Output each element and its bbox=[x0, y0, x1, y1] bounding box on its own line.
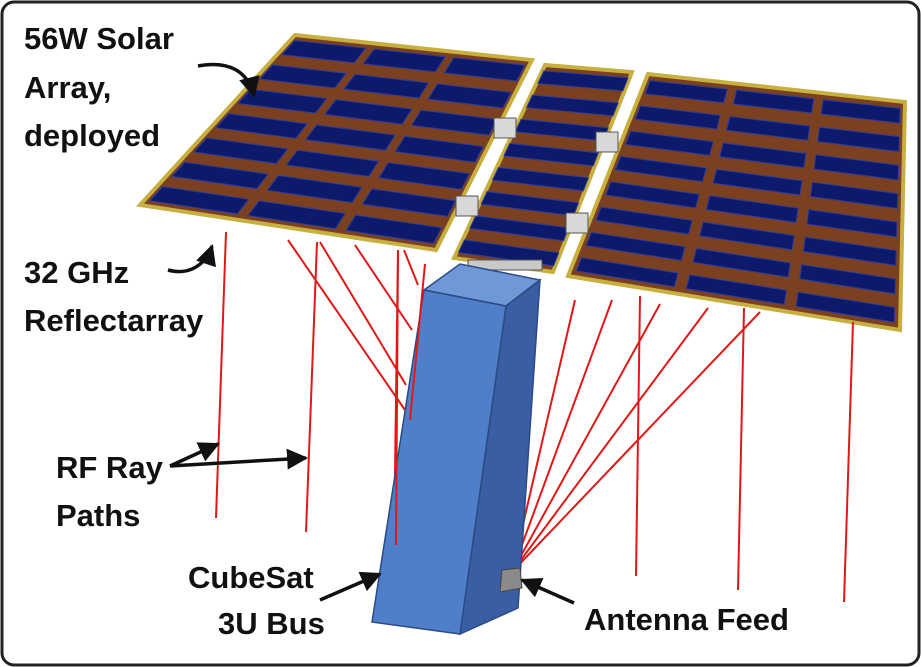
solar-cell bbox=[537, 70, 629, 92]
hinge bbox=[455, 195, 479, 217]
solar-cell bbox=[614, 155, 707, 183]
solar-cell bbox=[457, 239, 560, 267]
solar-cell bbox=[394, 135, 484, 163]
solar-cell bbox=[247, 200, 347, 230]
arrow-icon bbox=[319, 571, 382, 602]
rf-ray bbox=[305, 241, 318, 533]
rf-ray bbox=[737, 307, 745, 591]
rf-ray bbox=[409, 263, 426, 421]
solar-cell bbox=[148, 186, 250, 215]
solar-cell bbox=[809, 181, 899, 210]
rf-ray bbox=[511, 303, 661, 573]
solar-cell bbox=[285, 149, 380, 177]
solar-cell bbox=[719, 142, 807, 169]
solar-cell bbox=[817, 126, 900, 153]
solar-cell bbox=[585, 231, 686, 262]
solar-cell bbox=[795, 291, 896, 323]
solar-cell bbox=[345, 214, 443, 245]
cubesat-bus bbox=[371, 263, 542, 636]
label-cubesat: CubeSat 3U Bus bbox=[188, 560, 325, 641]
rf-ray-paths-front bbox=[395, 249, 426, 546]
solar-cell bbox=[323, 99, 413, 125]
antenna-feed bbox=[499, 567, 523, 593]
label-line: deployed bbox=[24, 118, 160, 153]
solar-cell bbox=[378, 162, 471, 190]
arrow-icon bbox=[167, 244, 216, 274]
solar-cell bbox=[725, 116, 811, 141]
solar-cell bbox=[491, 166, 590, 192]
annotation-arrows bbox=[167, 62, 575, 605]
solar-cell bbox=[820, 99, 901, 124]
label-line: Paths bbox=[56, 498, 140, 533]
rf-ray bbox=[511, 299, 613, 573]
solar-cell bbox=[712, 168, 803, 196]
rf-ray bbox=[215, 231, 227, 519]
rf-ray bbox=[319, 241, 407, 386]
solar-cell bbox=[595, 206, 693, 235]
solar-cell bbox=[503, 142, 600, 167]
bus-front bbox=[371, 289, 507, 635]
solar-cell bbox=[685, 274, 787, 306]
solar-cell bbox=[427, 83, 512, 109]
rf-ray bbox=[395, 249, 399, 546]
solar-array bbox=[136, 32, 908, 333]
hinge bbox=[565, 212, 589, 234]
solar-cell bbox=[525, 94, 619, 117]
arrow-icon bbox=[169, 442, 220, 468]
label-line: 56W Solar bbox=[24, 21, 174, 56]
solar-cell bbox=[304, 124, 397, 151]
solar-cell bbox=[410, 109, 498, 136]
solar-cell bbox=[361, 188, 457, 217]
solar-cell bbox=[699, 221, 795, 251]
rf-ray bbox=[511, 311, 761, 573]
solar-cell bbox=[605, 181, 700, 209]
arrow-icon bbox=[197, 62, 260, 99]
arrow-icon bbox=[520, 578, 575, 605]
solar-cell bbox=[575, 257, 679, 288]
solar-cell bbox=[214, 113, 309, 139]
solar-cell bbox=[624, 130, 714, 156]
hinge bbox=[493, 117, 517, 139]
rf-ray bbox=[511, 307, 709, 573]
solar-cell bbox=[732, 89, 815, 114]
label-reflectarray: 32 GHz Reflectarray bbox=[24, 255, 204, 338]
solar-cell bbox=[258, 64, 348, 89]
label-line: CubeSat bbox=[188, 560, 314, 595]
solar-cell bbox=[799, 264, 896, 295]
label-rf-ray-paths: RF Ray Paths bbox=[56, 450, 171, 533]
solar-cell bbox=[806, 209, 898, 238]
solar-cell bbox=[802, 236, 897, 266]
arrow-icon bbox=[169, 448, 309, 470]
solar-cell bbox=[236, 88, 328, 114]
solar-cell bbox=[692, 247, 791, 278]
solar-cell bbox=[192, 137, 289, 165]
solar-cell bbox=[280, 40, 367, 64]
solar-cell bbox=[705, 195, 799, 223]
solar-cell bbox=[469, 215, 570, 242]
solar-cell bbox=[634, 105, 721, 130]
rf-ray bbox=[287, 239, 406, 411]
solar-cell bbox=[813, 154, 900, 181]
label-line: RF Ray bbox=[56, 450, 164, 485]
label-line: Array, bbox=[24, 70, 111, 105]
label-solar-array: 56W Solar Array, deployed bbox=[24, 21, 183, 153]
solar-cell bbox=[170, 161, 270, 190]
solar-cell bbox=[443, 57, 526, 82]
hinge bbox=[595, 131, 619, 153]
label-antenna-feed: Antenna Feed bbox=[584, 602, 789, 637]
rf-ray bbox=[354, 244, 413, 331]
solar-cell bbox=[362, 48, 447, 73]
rf-ray bbox=[403, 249, 419, 286]
label-line: 32 GHz bbox=[24, 255, 129, 290]
solar-cell bbox=[343, 73, 430, 99]
solar-cell bbox=[266, 175, 363, 204]
rf-ray bbox=[843, 321, 854, 603]
solar-cell bbox=[644, 80, 728, 104]
label-line: 3U Bus bbox=[218, 606, 325, 641]
label-line: Reflectarray bbox=[24, 303, 204, 338]
